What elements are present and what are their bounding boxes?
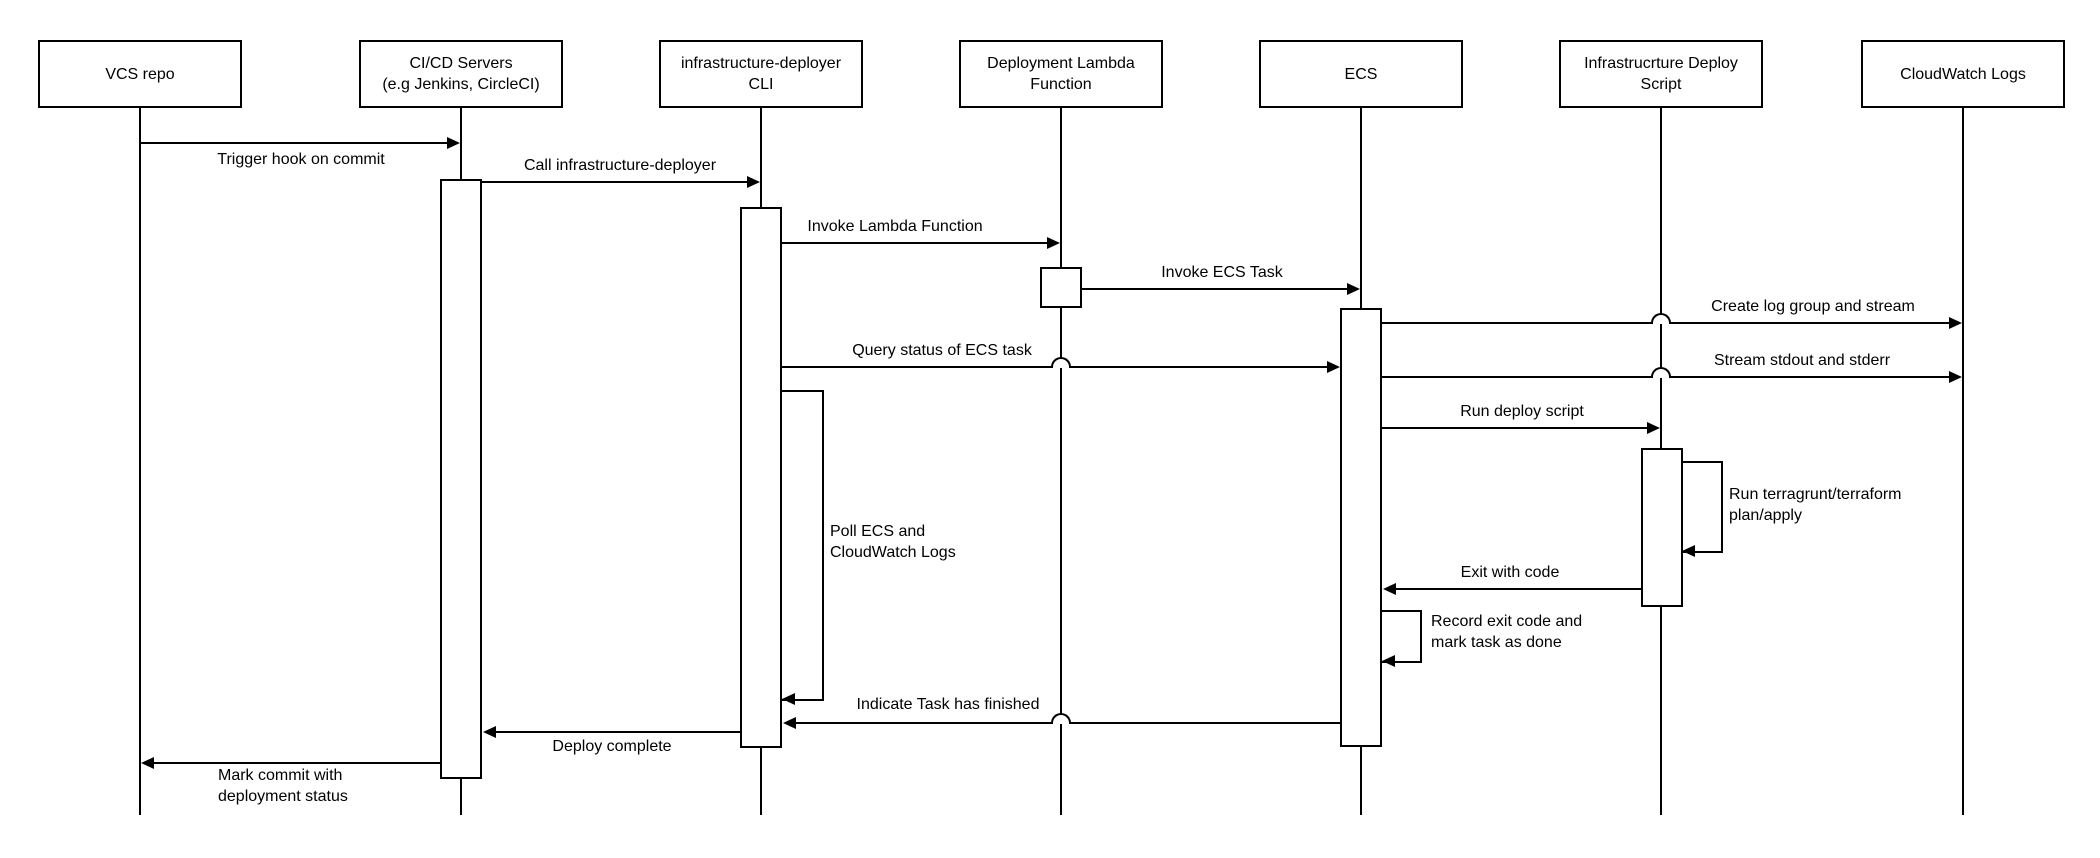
lifeline-vcs-repo	[139, 108, 141, 815]
activation-infra-deployer-cli	[740, 207, 782, 748]
arrow-trigger-hook	[141, 142, 449, 144]
label-mark-commit: Mark commit with deployment status	[218, 767, 348, 805]
label-query-status: Query status of ECS task	[852, 342, 1032, 359]
line-jump-stream-stdout	[1651, 367, 1671, 378]
arrowhead-stream-stdout	[1949, 371, 1962, 383]
arrowhead-exit-with-code	[1383, 583, 1396, 595]
participant-label-deploy-script: Infrastrucrture Deploy Script	[1584, 55, 1738, 93]
participant-box-cloudwatch-logs: CloudWatch Logs	[1861, 40, 2065, 108]
self-loop-poll-ecs	[782, 390, 824, 701]
lifeline-cloudwatch-logs	[1962, 108, 1964, 815]
arrow-invoke-ecs-task	[1082, 288, 1348, 290]
arrowhead-run-deploy-script	[1647, 422, 1660, 434]
self-loop-terragrunt	[1682, 461, 1723, 553]
lifeline-deployment-lambda	[1060, 108, 1062, 815]
label-exit-with-code: Exit with code	[1460, 564, 1560, 581]
activation-deploy-script	[1641, 448, 1683, 607]
label-stream-stdout: Stream stdout and stderr	[1713, 352, 1891, 369]
arrow-exit-with-code	[1396, 588, 1641, 590]
participant-label-cicd-servers: CI/CD Servers (e.g Jenkins, CircleCI)	[382, 55, 540, 93]
activation-cicd-servers	[440, 179, 482, 779]
arrowhead-trigger-hook	[447, 137, 460, 149]
label-indicate-finished: Indicate Task has finished	[856, 696, 1040, 713]
participant-box-deployment-lambda: Deployment Lambda Function	[959, 40, 1163, 108]
label-record-exit: Record exit code and mark task as done	[1431, 613, 1583, 651]
arrowhead-invoke-ecs-task	[1347, 283, 1360, 295]
participant-box-cicd-servers: CI/CD Servers (e.g Jenkins, CircleCI)	[359, 40, 563, 108]
participant-label-deployment-lambda: Deployment Lambda Function	[987, 55, 1135, 93]
arrowhead-mark-commit	[141, 757, 154, 769]
arrow-run-deploy-script	[1382, 427, 1648, 429]
participant-label-infra-deployer-cli: infrastructure-deployer CLI	[680, 55, 842, 93]
label-call-deployer: Call infrastructure-deployer	[523, 157, 717, 174]
label-poll-ecs: Poll ECS and CloudWatch Logs	[830, 523, 956, 561]
arrow-mark-commit	[154, 762, 440, 764]
participant-label-cloudwatch-logs: CloudWatch Logs	[1900, 65, 2026, 83]
participant-box-infra-deployer-cli: infrastructure-deployer CLI	[659, 40, 863, 108]
label-create-log-group: Create log group and stream	[1711, 298, 1915, 315]
arrowhead-indicate-finished	[783, 717, 796, 729]
arrow-deploy-complete	[496, 731, 740, 733]
line-jump-indicate-finished	[1051, 713, 1071, 724]
label-deploy-complete: Deploy complete	[552, 738, 672, 755]
arrowhead-terragrunt-loop	[1682, 545, 1695, 557]
arrowhead-record-exit-loop	[1382, 655, 1395, 667]
participant-label-vcs-repo: VCS repo	[105, 65, 175, 83]
self-loop-record-exit	[1382, 610, 1422, 663]
activation-deployment-lambda	[1040, 267, 1082, 308]
arrow-invoke-lambda	[782, 242, 1048, 244]
arrowhead-query-status	[1327, 361, 1340, 373]
label-trigger-hook: Trigger hook on commit	[217, 151, 385, 168]
participant-box-ecs: ECS	[1259, 40, 1463, 108]
label-invoke-ecs-task: Invoke ECS Task	[1161, 264, 1283, 281]
label-run-deploy-script: Run deploy script	[1460, 403, 1584, 420]
arrowhead-call-deployer	[747, 176, 760, 188]
line-jump-query-status	[1051, 357, 1071, 368]
participant-box-deploy-script: Infrastrucrture Deploy Script	[1559, 40, 1763, 108]
arrowhead-invoke-lambda	[1047, 237, 1060, 249]
participant-box-vcs-repo: VCS repo	[38, 40, 242, 108]
label-terragrunt: Run terragrunt/terraform plan/apply	[1729, 486, 1902, 524]
label-invoke-lambda: Invoke Lambda Function	[807, 218, 983, 235]
activation-ecs	[1340, 308, 1382, 747]
arrow-call-deployer	[482, 181, 748, 183]
arrowhead-deploy-complete	[483, 726, 496, 738]
arrowhead-create-log-group	[1949, 317, 1962, 329]
arrowhead-poll-ecs-loop	[782, 693, 795, 705]
participant-label-ecs: ECS	[1344, 65, 1378, 83]
line-jump-create-log-group	[1651, 313, 1671, 324]
